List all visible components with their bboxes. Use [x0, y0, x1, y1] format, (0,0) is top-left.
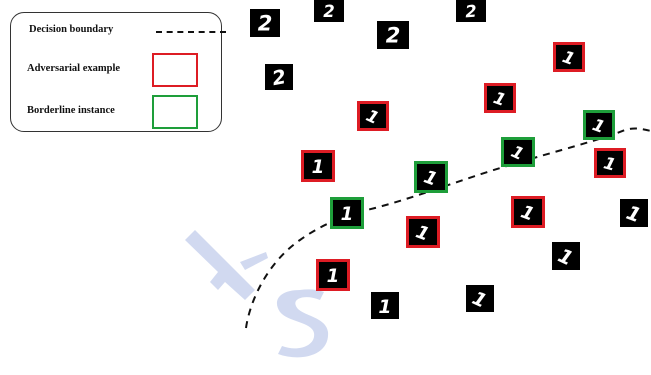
digit-label: 1: [602, 152, 618, 174]
digit-label: 1: [341, 204, 354, 225]
digit-tile: 2: [265, 64, 293, 90]
digit-glyph: 1: [312, 157, 325, 178]
legend-decision-boundary-label: Decision boundary: [29, 24, 114, 35]
digit-tile: 1: [594, 148, 626, 178]
digit-glyph: 2: [258, 12, 273, 36]
digit-label: 2: [465, 2, 478, 22]
digit-glyph: 1: [508, 141, 527, 164]
digit-label: 1: [413, 222, 432, 245]
digit-glyph: 1: [327, 266, 340, 287]
digit-label: 1: [518, 202, 537, 225]
digit-glyph: 2: [270, 65, 287, 90]
digit-tile: 1: [553, 42, 585, 72]
digit-glyph: 2: [465, 2, 478, 22]
digit-label: 2: [270, 65, 287, 90]
digit-tile: 2: [456, 0, 486, 22]
digit-glyph: 1: [590, 114, 608, 137]
digit-label: 1: [363, 105, 382, 128]
digit-tile: 1: [620, 199, 648, 227]
digit-glyph: 1: [341, 204, 354, 225]
digit-tile: 1: [511, 196, 545, 228]
legend-dashed-line: [156, 31, 226, 33]
digit-glyph: 1: [554, 244, 576, 270]
digit-label: 1: [554, 244, 576, 270]
digit-label: 1: [378, 296, 391, 318]
legend-borderline-label: Borderline instance: [27, 105, 115, 116]
digit-tile: 2: [377, 21, 409, 49]
digit-tile: 1: [330, 197, 364, 229]
digit-tile: 1: [466, 285, 494, 312]
digit-glyph: 1: [560, 46, 578, 69]
digit-label: 1: [491, 87, 509, 110]
digit-glyph: 1: [421, 167, 440, 190]
digit-label: 1: [327, 266, 340, 287]
digit-tile: 1: [406, 216, 440, 248]
digit-label: 1: [590, 114, 608, 137]
digit-glyph: 1: [363, 105, 382, 128]
legend-borderline-swatch: [152, 95, 198, 129]
digit-glyph: 2: [323, 2, 334, 21]
legend-adversarial-label: Adversarial example: [27, 63, 121, 74]
legend-adversarial-swatch: [152, 53, 198, 87]
digit-label: 2: [323, 2, 334, 21]
digit-glyph: 2: [386, 24, 401, 48]
digit-label: 1: [312, 157, 325, 178]
digit-tile: 1: [552, 242, 580, 270]
digit-glyph: 1: [469, 287, 490, 312]
digit-tile: 1: [301, 150, 335, 182]
digit-tile: 2: [250, 9, 280, 37]
digit-label: 1: [508, 141, 527, 164]
digit-label: 2: [386, 24, 401, 48]
digit-glyph: 1: [378, 296, 391, 318]
digit-tile: 1: [371, 292, 399, 319]
digit-label: 1: [469, 287, 490, 312]
digit-label: 1: [623, 201, 644, 227]
digit-label: 1: [421, 167, 440, 190]
digit-glyph: 1: [491, 87, 509, 110]
digit-glyph: 1: [623, 201, 644, 227]
digit-tile: 1: [501, 137, 535, 167]
digit-tile: 1: [484, 83, 516, 113]
digit-glyph: 1: [413, 222, 432, 245]
digit-tile: 1: [414, 161, 448, 193]
legend-box: Decision boundary Adversarial example Bo…: [10, 12, 226, 132]
digit-tile: 2: [314, 0, 344, 22]
digit-tile: 1: [583, 110, 615, 140]
digit-label: 1: [560, 46, 578, 69]
digit-tile: 1: [357, 101, 389, 131]
digit-label: 2: [258, 12, 273, 36]
digit-tile: 1: [316, 259, 350, 291]
digit-glyph: 1: [518, 202, 537, 225]
digit-glyph: 1: [602, 152, 618, 174]
